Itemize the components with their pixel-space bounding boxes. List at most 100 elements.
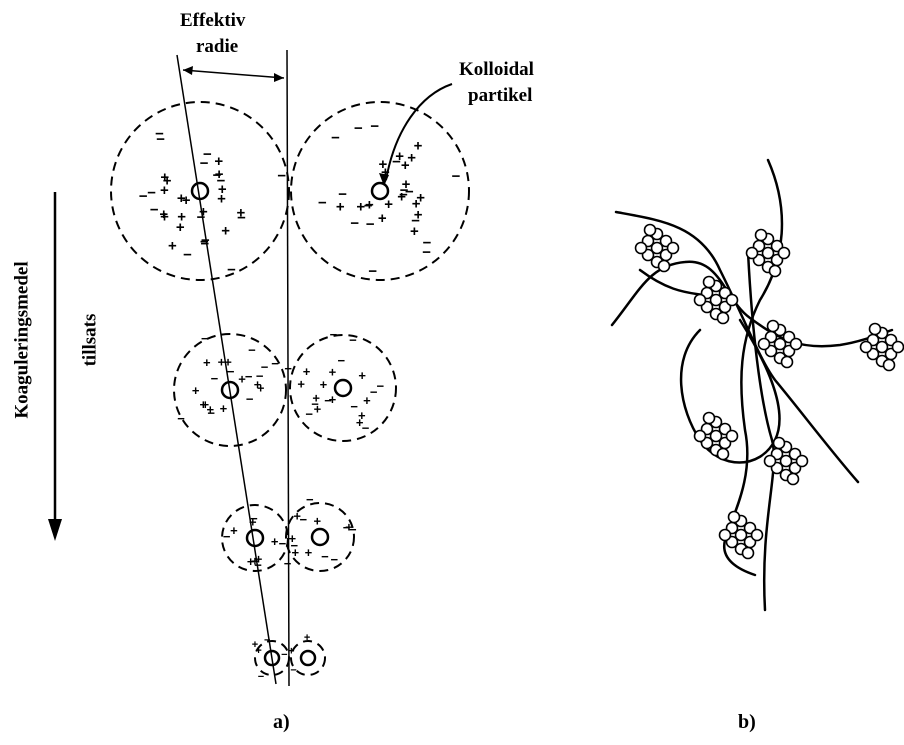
positive-ion: + <box>304 632 310 644</box>
negative-ion: − <box>318 195 327 212</box>
negative-ion: − <box>245 369 253 384</box>
particle-cluster <box>695 413 738 460</box>
negative-ion: − <box>337 353 345 368</box>
small-particle <box>695 431 706 442</box>
small-particle <box>704 277 715 288</box>
small-particle <box>788 474 799 485</box>
small-particle <box>765 456 776 467</box>
panel-a-graphic: +−+−+−+−+−+−+−+−+−+−+−+−+−+−+−+−+−+−+−+−… <box>48 50 469 686</box>
negative-ion: − <box>350 215 359 232</box>
colloid-particle: +−+−+−+−+−+− <box>222 505 298 572</box>
negative-ion: − <box>147 185 156 202</box>
negative-ion: − <box>290 665 296 677</box>
positive-ion: + <box>358 368 366 383</box>
negative-ion: − <box>349 333 357 348</box>
effective-radius-arrow <box>183 70 284 78</box>
colloid-particle-label-line2: partikel <box>468 86 532 105</box>
negative-ion: − <box>321 549 329 564</box>
negative-ion: − <box>370 385 378 400</box>
particle-core <box>301 651 315 665</box>
particle-core <box>312 529 328 545</box>
negative-ion: − <box>227 262 236 279</box>
small-particle <box>861 342 872 353</box>
colloid-particle: +−+− <box>281 632 325 677</box>
positive-ion: + <box>365 197 374 214</box>
positive-ion: + <box>163 173 172 190</box>
small-particle <box>720 530 731 541</box>
positive-ion: + <box>200 397 208 412</box>
colloid-particle-label-line1: Kolloidal <box>459 60 534 79</box>
negative-ion: − <box>246 392 254 407</box>
negative-ion: − <box>248 342 256 357</box>
particle-core <box>335 380 351 396</box>
positive-ion: + <box>182 192 191 209</box>
negative-ion: − <box>183 247 192 264</box>
small-particle <box>727 431 738 442</box>
effective-radius-label-line1: Effektiv <box>180 11 245 30</box>
small-particle <box>774 438 785 449</box>
negative-ion: − <box>261 359 269 374</box>
arrowhead-left <box>183 66 193 75</box>
positive-ion: + <box>292 545 300 560</box>
small-particle <box>727 295 738 306</box>
small-particle <box>704 413 715 424</box>
negative-ion: − <box>370 118 379 135</box>
particle-cluster <box>695 277 738 324</box>
positive-ion: + <box>384 196 393 213</box>
positive-ion: + <box>192 383 200 398</box>
negative-ion: − <box>330 327 338 342</box>
effective-radius-label-line2: radie <box>196 37 238 56</box>
small-particle <box>782 357 793 368</box>
positive-ion: + <box>329 364 337 379</box>
negative-ion: − <box>211 371 219 386</box>
colloid-particle: +−+−+−+−+−+−+−+−+−+−+−+−+−+−+−+−+− <box>111 102 289 280</box>
small-particle <box>659 261 670 272</box>
small-particle <box>770 266 781 277</box>
negative-ion: − <box>366 216 375 233</box>
positive-ion: + <box>395 148 404 165</box>
panel-b-graphic <box>612 160 904 610</box>
small-particle <box>797 456 808 467</box>
negative-ion: − <box>306 492 314 507</box>
positive-ion: + <box>206 402 214 417</box>
small-particle <box>636 243 647 254</box>
small-particle <box>756 230 767 241</box>
positive-ion: + <box>407 149 416 166</box>
small-particle <box>768 321 779 332</box>
positive-ion: + <box>293 508 301 523</box>
negative-ion: − <box>311 397 319 412</box>
small-particle <box>884 360 895 371</box>
coagulant-axis-label: Koaguleringsmedel <box>13 261 32 418</box>
small-particle <box>759 339 770 350</box>
negative-ion: − <box>150 202 159 219</box>
positive-ion: + <box>214 153 223 170</box>
negative-ion: − <box>338 186 347 203</box>
negative-ion: − <box>237 210 246 227</box>
negative-ion: − <box>349 522 357 537</box>
colloid-particle: +−+−+−+−+−+− <box>286 492 357 571</box>
positive-ion: + <box>257 381 265 396</box>
down-arrowhead <box>48 519 62 541</box>
positive-ion: + <box>297 377 305 392</box>
negative-ion: − <box>277 168 286 185</box>
reference-line <box>287 50 289 686</box>
small-particle <box>718 449 729 460</box>
negative-ion: − <box>331 552 339 567</box>
positive-ion: + <box>305 545 313 560</box>
negative-ion: − <box>376 378 384 393</box>
small-particle <box>752 530 763 541</box>
negative-ion: − <box>405 183 414 200</box>
small-particle <box>791 339 802 350</box>
positive-ion: + <box>314 513 322 528</box>
positive-ion: + <box>221 223 230 240</box>
small-particle <box>668 243 679 254</box>
negative-ion: − <box>324 393 332 408</box>
negative-ion: − <box>354 120 363 137</box>
negative-ion: − <box>411 212 420 229</box>
positive-ion: + <box>289 531 297 546</box>
positive-ion: + <box>203 355 211 370</box>
small-particle <box>645 225 656 236</box>
panel-b-label: b) <box>738 712 756 732</box>
particle-cluster <box>861 324 904 371</box>
